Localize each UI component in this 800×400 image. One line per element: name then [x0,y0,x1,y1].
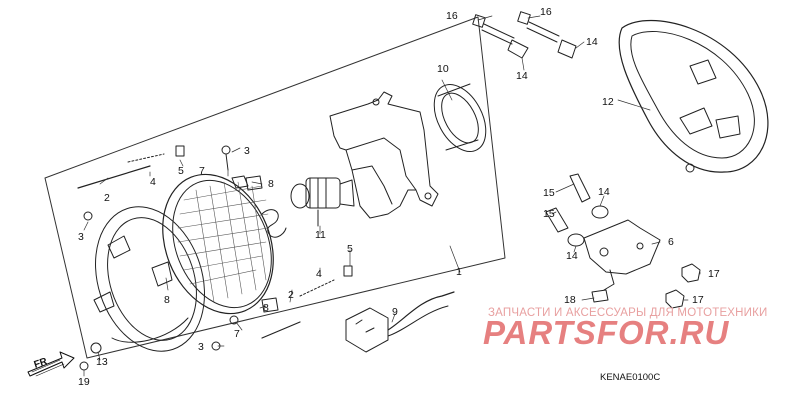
headlight-rim [93,206,205,352]
callout-7-clip: 7 [199,165,205,177]
callout-7-clip: 7 [234,328,240,340]
nuts-and-clip [591,263,701,309]
callout-9-socket-harness: 9 [392,306,398,318]
callout-3-screw: 3 [244,145,250,157]
callout-15-pin: 15 [543,187,555,199]
callout-12-headlight-case: 12 [602,96,614,108]
callout-4-spring: 4 [150,176,156,188]
callout-4-spring: 4 [316,268,322,280]
assembly-outline [44,16,506,359]
callout-13-collar: 13 [96,356,108,368]
callout-5-nut: 5 [178,165,184,177]
callout-3-screw: 3 [78,231,84,243]
callout-18-clip: 18 [564,294,576,306]
callout-6-stay: 6 [668,236,674,248]
watermark-caption: ЗАПЧАСТИ И АКСЕССУАРЫ ДЛЯ МОТОТЕХНИКИ [488,307,768,319]
callout-17-nut: 17 [692,294,704,306]
callout-14-collar: 14 [598,186,610,198]
headlight-bracket [329,91,439,219]
mounting-bolts [472,11,577,59]
callout-16-bolt: 16 [446,10,458,22]
diagram-code: KENAE0100C [600,372,661,383]
callout-15-pin: 15 [543,208,555,220]
callout-3-screw: 3 [198,341,204,353]
headlight-lens [162,173,274,315]
leader-lines [83,15,701,377]
callout-8-bracket: 8 [164,294,170,306]
callout-1-headlight-unit: 1 [456,266,462,278]
callout-14-collar: 14 [516,70,528,82]
headlight-case [618,20,769,173]
callout-14-collar: 14 [566,250,578,262]
bulb [290,177,355,227]
callout-2-adjusting-screw: 2 [288,289,294,301]
callout-5-nut: 5 [347,243,353,255]
watermark-logo: PARTSFOR.RU [483,314,730,351]
callout-19-screw: 19 [78,376,90,388]
callout-16-bolt: 16 [540,6,552,18]
adjusting-screws [77,145,353,339]
callout-8-bracket: 8 [263,302,269,314]
callout-8-bracket: 8 [268,178,274,190]
retaining-spring [261,209,287,238]
fasteners [79,145,279,371]
callout-17-nut: 17 [708,268,720,280]
callout-14-collar: 14 [586,36,598,48]
callout-2-adjusting-screw: 2 [104,192,110,204]
callout-10-rubber-ring: 10 [437,63,449,75]
front-direction-arrow [27,351,75,377]
wiring-harness [345,291,455,353]
rubber-ring [433,83,487,152]
callout-11-bulb: 11 [315,229,326,241]
